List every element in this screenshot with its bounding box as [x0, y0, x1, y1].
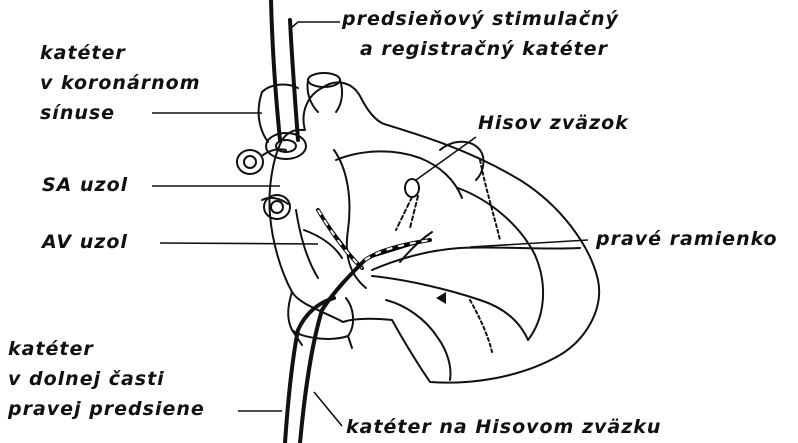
atrial-catheter-1	[271, 0, 280, 140]
label-lower-ra-line2: v dolnej časti	[8, 364, 205, 394]
vessel-ring-upper	[237, 150, 263, 174]
his-catheter-line	[300, 240, 430, 443]
label-av-node: AV uzol	[42, 229, 128, 256]
label-right-bundle: pravé ramienko	[596, 226, 778, 253]
superior-vena-cava	[266, 133, 306, 159]
leader-av-node	[160, 243, 318, 244]
label-atrial-catheter-line1: predsieňový stimulačný	[342, 4, 619, 34]
ventricle-wall	[458, 188, 543, 340]
aorta-opening	[308, 73, 340, 87]
label-sa-node: SA uzol	[42, 172, 128, 199]
label-lower-ra-line3: pravej predsiene	[8, 394, 205, 424]
label-cs-line1: katéter	[40, 38, 201, 68]
label-atrial-catheter-line2: a registračný katéter	[342, 34, 619, 64]
label-his-bundle: Hisov zväzok	[478, 110, 629, 137]
label-coronary-sinus-catheter: katéter v koronárnom sínuse	[40, 38, 201, 128]
label-cs-line3: sínuse	[40, 98, 201, 128]
label-lower-ra-catheter: katéter v dolnej časti pravej predsiene	[8, 334, 205, 424]
arrow-marker	[436, 292, 446, 304]
atrial-catheter-2	[290, 20, 298, 140]
label-lower-ra-line1: katéter	[8, 334, 205, 364]
leader-atrial	[291, 22, 340, 28]
his-bundle-node	[405, 179, 419, 197]
leader-his-catheter	[314, 392, 342, 426]
label-atrial-catheter: predsieňový stimulačný a registračný kat…	[342, 4, 619, 64]
label-his-catheter: katéter na Hisovom zväzku	[346, 414, 661, 441]
label-cs-line2: v koronárnom	[40, 68, 201, 98]
